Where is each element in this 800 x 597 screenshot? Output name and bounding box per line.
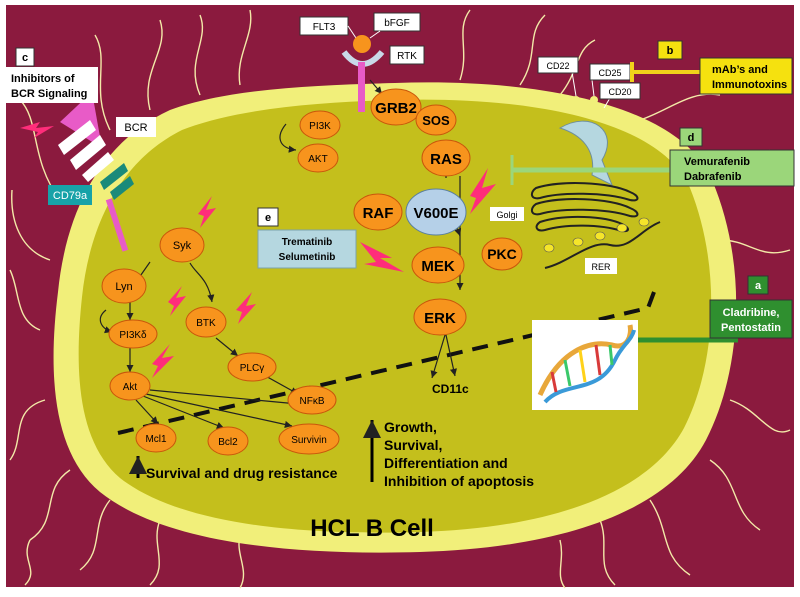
drug-d-line2: Dabrafenib xyxy=(684,171,742,183)
drug-e-letter: e xyxy=(265,212,271,224)
lightning-icon xyxy=(152,344,174,378)
lightning-icon xyxy=(20,122,54,138)
node-akt xyxy=(109,371,151,401)
drug-c-line2: BCR Signaling xyxy=(11,88,87,100)
label-plcy: PLCγ xyxy=(240,363,264,374)
node-nfkb xyxy=(287,385,337,415)
label-pi3k-top: PI3K xyxy=(309,121,331,132)
node-pi3kd xyxy=(108,319,158,349)
node-mcl1 xyxy=(135,423,177,453)
nucleus-boundary xyxy=(117,291,656,435)
bcr-label: BCR xyxy=(124,122,147,134)
drug-c-letter: c xyxy=(22,52,28,64)
lightning-icon xyxy=(198,196,216,228)
cd25-label: CD25 xyxy=(598,68,621,78)
rtk-receptor: FLT3 bFGF RTK xyxy=(299,12,425,112)
lightning-icon xyxy=(168,286,186,316)
drug-box-a: a Cladribine, Pentostatin xyxy=(709,275,793,339)
cd20-label: CD20 xyxy=(608,87,631,97)
drug-a-letter: a xyxy=(755,280,762,292)
label-nfkb: NFκB xyxy=(300,396,325,407)
drug-b-letter: b xyxy=(667,45,674,57)
drug-e-line1: Trematinib xyxy=(282,237,333,248)
survival-label: Survival and drug resistance xyxy=(129,456,338,481)
drug-a-line1: Cladribine, xyxy=(723,307,780,319)
label-btk: BTK xyxy=(196,318,216,329)
label-v600e: V600E xyxy=(413,205,458,222)
label-erk: ERK xyxy=(424,310,456,327)
lightning-icon xyxy=(236,292,256,324)
lightning-icons xyxy=(20,122,496,378)
node-raf xyxy=(353,193,403,231)
node-erk xyxy=(413,298,467,336)
cd-receptors: CD22 CD25 CD20 xyxy=(537,56,700,116)
node-survivin xyxy=(278,423,340,455)
rtk-label: RTK xyxy=(397,51,417,62)
growth-line2: Survival, xyxy=(384,437,442,453)
node-grb2 xyxy=(370,88,422,126)
drug-d-letter: d xyxy=(688,132,695,144)
label-grb2: GRB2 xyxy=(375,100,417,117)
cd79a-label: CD79a xyxy=(53,190,88,202)
drug-e-line2: Selumetinib xyxy=(279,252,336,263)
label-survivin: Survivin xyxy=(291,435,327,446)
label-bcl2: Bcl2 xyxy=(218,437,238,448)
cytoplasm xyxy=(78,99,712,533)
drug-box-c: c Inhibitors of BCR Signaling xyxy=(6,47,98,103)
growth-line1: Growth, xyxy=(384,419,437,435)
node-pi3k-top xyxy=(299,110,341,140)
rer-label: RER xyxy=(591,262,611,272)
label-lyn: Lyn xyxy=(115,281,132,293)
node-btk xyxy=(185,306,227,338)
cd22-label: CD22 xyxy=(546,61,569,71)
pathway-nodes xyxy=(101,88,523,456)
drug-b-line1: mAb’s and xyxy=(712,64,768,76)
flt3-label: FLT3 xyxy=(313,22,336,33)
node-akt-top xyxy=(297,143,339,173)
label-akt: Akt xyxy=(123,382,138,393)
label-mek: MEK xyxy=(421,258,455,275)
growth-line3: Differentiation and xyxy=(384,455,508,471)
drug-box-d: d Vemurafenib Dabrafenib xyxy=(669,127,795,187)
label-pi3kd: PI3Kδ xyxy=(119,330,147,341)
node-syk xyxy=(159,227,205,263)
growth-line4: Inhibition of apoptosis xyxy=(384,473,534,489)
golgi-label: Golgi xyxy=(496,210,517,220)
drug-box-b: b mAb’s and Immunotoxins xyxy=(657,40,793,95)
bcr-receptor: BCR CD79a xyxy=(48,92,156,252)
hairy-projections xyxy=(9,9,791,589)
label-pkc: PKC xyxy=(487,246,517,262)
node-sos xyxy=(415,104,457,136)
label-akt-top: AKT xyxy=(308,154,327,165)
lightning-icon xyxy=(470,168,496,214)
node-labels: GRB2 SOS RAS RAF V600E MEK PKC ERK PI3K … xyxy=(115,100,516,448)
node-v600e xyxy=(405,188,467,236)
label-mcl1: Mcl1 xyxy=(145,434,167,445)
dna-image xyxy=(532,320,738,410)
node-bcl2 xyxy=(207,426,249,456)
label-raf: RAF xyxy=(363,205,394,222)
label-ras: RAS xyxy=(430,151,462,168)
cd11c-label: CD11c xyxy=(432,382,469,396)
drug-b-line2: Immunotoxins xyxy=(712,79,787,91)
golgi-rer: Golgi RER xyxy=(490,120,670,274)
drug-c-line1: Inhibitors of xyxy=(11,73,75,85)
node-ras xyxy=(421,139,471,177)
cell-title: HCL B Cell xyxy=(310,515,434,542)
drug-a-line2: Pentostatin xyxy=(721,322,781,334)
node-plcy xyxy=(227,352,277,382)
growth-label: Growth, Survival, Differentiation and In… xyxy=(363,419,534,489)
label-syk: Syk xyxy=(173,240,192,252)
survival-text: Survival and drug resistance xyxy=(146,465,338,481)
drug-box-e: e Trematinib Selumetinib xyxy=(257,207,357,269)
node-pkc xyxy=(481,237,523,271)
node-lyn xyxy=(101,268,147,304)
lightning-icon xyxy=(360,242,404,272)
label-sos: SOS xyxy=(422,113,450,128)
node-mek xyxy=(411,246,465,284)
bfgf-label: bFGF xyxy=(384,18,410,29)
drug-d-line1: Vemurafenib xyxy=(684,156,750,168)
